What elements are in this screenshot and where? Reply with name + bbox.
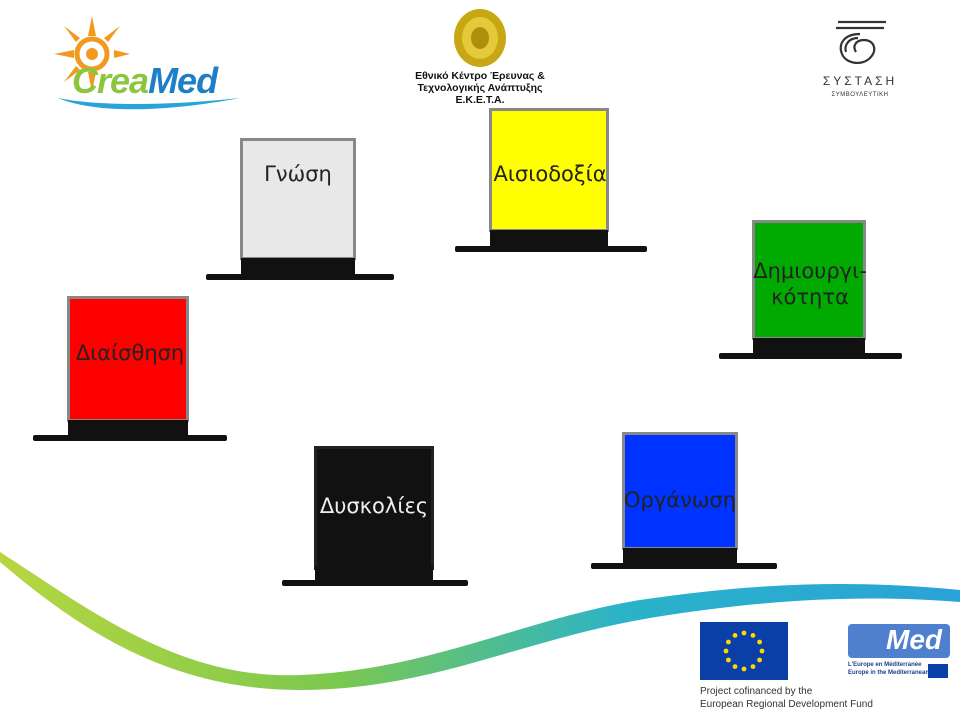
systasi-tagline: ΣΥΜΒΟΥΛΕΥΤΙΚΗ [831,92,889,98]
footer-line1: Project cofinanced by the [700,686,813,697]
hat-diaisthisi-crown [67,296,189,422]
hat-gnosi-brim [206,274,394,280]
systasi-emblem-icon [836,20,886,64]
hat-organosi-label: Οργάνωση [623,488,737,512]
eketa-logo: Εθνικό Κέντρο Έρευνας & Τεχνολογικής Ανά… [410,8,550,108]
hat-aisiodoxia-band [490,230,608,248]
eketa-line1: Εθνικό Κέντρο Έρευνας & [415,70,545,82]
footer-line2: European Regional Development Fund [700,699,873,710]
hat-organosi-band [623,548,737,566]
hat-aisiodoxia-crown [489,108,609,232]
hat-dimiourgikotita-crown [752,220,866,340]
systasi-logo: ΣΥΣΤΑΣΗ ΣΥΜΒΟΥΛΕΥΤΙΚΗ [822,14,898,106]
hat-dyskolies-label: Δυσκολίες [319,494,429,518]
hat-aisiodoxia-brim [455,246,647,252]
med-eu-mini-flag [928,664,948,678]
hat-gnosi-crown [240,138,356,260]
creamed-logo-part1: Crea [72,60,149,101]
creamed-logo: CreaMed [52,14,242,114]
hat-dyskolies-brim [282,580,468,586]
med-logo: Med L'Europe en Méditerranée Europe in t… [846,620,952,684]
med-logo-name: Med [886,624,942,655]
hat-dimiourgikotita-label-line1: Δημιουργι- [753,259,867,283]
hat-organosi-brim [591,563,777,569]
hat-diaisthisi-band [68,420,188,438]
hat-gnosi-label: Γνώση [264,162,332,186]
creamed-logo-swoosh [58,98,240,110]
med-logo-banner [848,624,950,658]
sun-icon [54,16,130,92]
hat-aisiodoxia-label: Αισιοδοξία [493,162,607,186]
systasi-name: ΣΥΣΤΑΣΗ [822,74,898,88]
med-logo-line1: L'Europe en Méditerranée [848,662,922,668]
hat-diaisthisi-brim [33,435,227,441]
med-logo-line2: Europe in the Mediterranean [848,670,930,676]
hat-organosi-crown [622,432,738,550]
eketa-line3: Ε.Κ.Ε.Τ.Α. [455,94,505,106]
eketa-emblem-icon [454,9,506,67]
eu-stars-icon [723,630,765,672]
hat-gnosi-band [241,258,355,278]
hat-dimiourgikotita-label: Δημιουργι- κότητα [740,258,880,310]
decorative-swoosh [0,552,960,690]
hat-diaisthisi-label: Διαίσθηση [75,341,185,365]
hat-dyskolies-crown [314,446,434,570]
creamed-logo-part2: Med [148,60,218,101]
eketa-line2: Τεχνολογικής Ανάπτυξης [417,82,543,94]
eu-flag [700,622,788,680]
footer-text: Project cofinanced by the European Regio… [700,685,950,711]
hat-dyskolies-band [315,566,433,584]
hat-dimiourgikotita-band [753,338,865,356]
hat-dimiourgikotita-label-line2: κότητα [771,285,849,309]
hat-dimiourgikotita-brim [719,353,902,359]
